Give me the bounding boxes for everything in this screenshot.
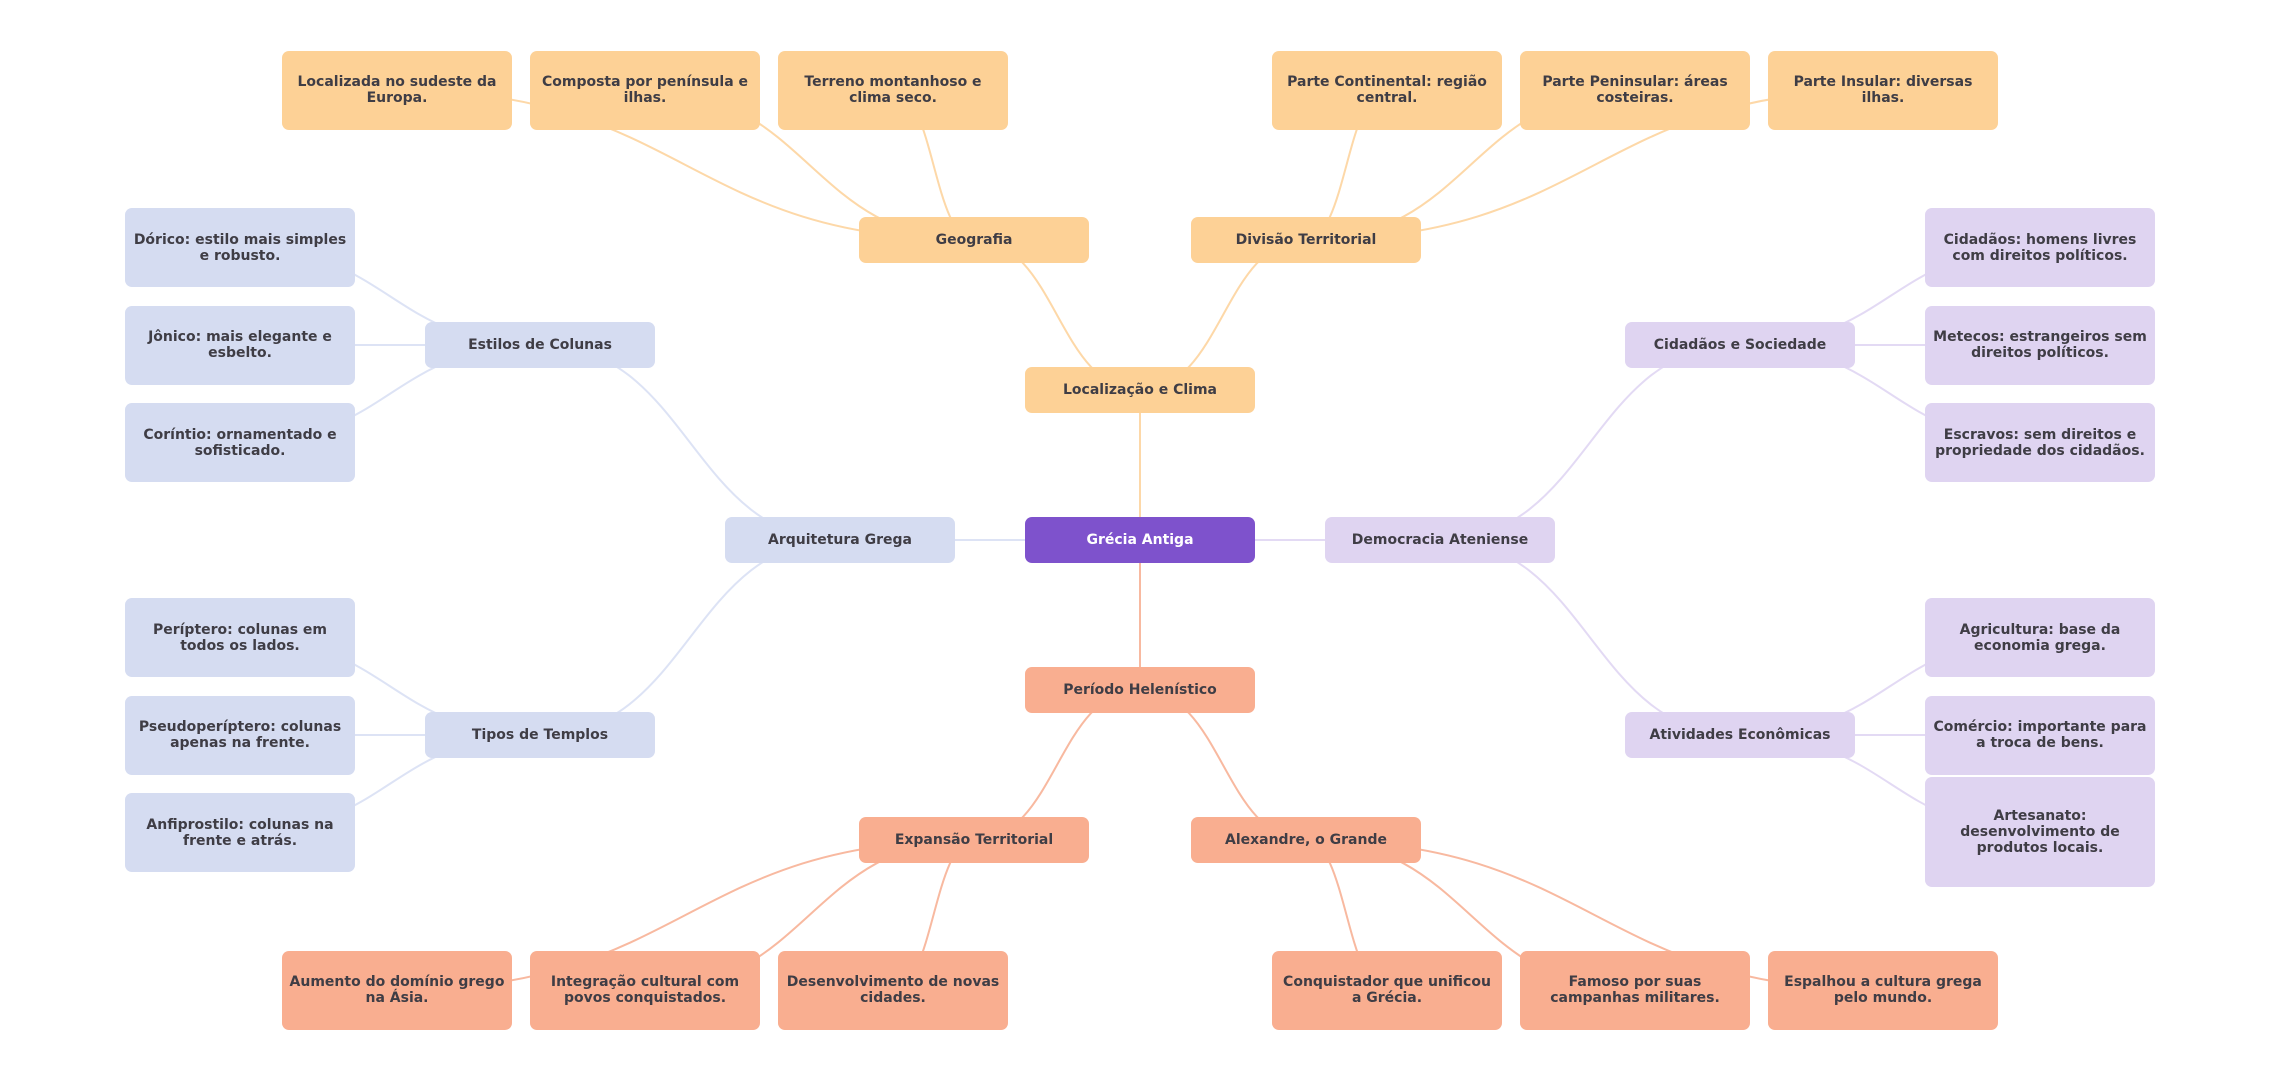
leaf-node[interactable]: Localizada no sudeste da Europa. bbox=[282, 50, 512, 130]
node-label: Metecos: estrangeiros sem direitos polít… bbox=[1933, 329, 2147, 361]
leaf-node[interactable]: Períptero: colunas em todos os lados. bbox=[125, 598, 355, 677]
root-node[interactable]: Grécia Antiga bbox=[1025, 517, 1255, 563]
connector-arq-col bbox=[539, 344, 841, 541]
leaf-node[interactable]: Parte Continental: região central. bbox=[1272, 50, 1502, 130]
node-label: Integração cultural com povos conquistad… bbox=[550, 974, 740, 1006]
node-label: Democracia Ateniense bbox=[1351, 532, 1529, 548]
node-label: Famoso por suas campanhas militares. bbox=[1550, 974, 1720, 1006]
leaf-node[interactable]: Conquistador que unificou a Grécia. bbox=[1272, 950, 1502, 1030]
node-label: Cidadãos: homens livres com direitos pol… bbox=[1943, 231, 2137, 264]
leaf-node[interactable]: Jônico: mais elegante e esbelto. bbox=[125, 305, 355, 385]
node-label: Parte Continental: região central. bbox=[1287, 74, 1487, 106]
leaf-node[interactable]: Cidadãos: homens livres com direitos pol… bbox=[1925, 208, 2155, 287]
node-label: Expansão Territorial bbox=[894, 832, 1054, 848]
node-label: Composta por península e ilhas. bbox=[541, 74, 749, 106]
node-label: Parte Insular: diversas ilhas. bbox=[1793, 74, 1973, 106]
topic-node[interactable]: Atividades Econômicas bbox=[1625, 712, 1855, 758]
node-label: Período Helenístico bbox=[1063, 682, 1217, 698]
node-label: Divisão Territorial bbox=[1235, 232, 1377, 248]
node-label: Conquistador que unificou a Grécia. bbox=[1283, 974, 1491, 1006]
node-label: Aumento do domínio grego na Ásia. bbox=[289, 974, 505, 1006]
node-label: Artesanato: desenvolvimento de produtos … bbox=[1960, 808, 2120, 856]
node-label: Pseudoperíptero: colunas apenas na frent… bbox=[138, 719, 342, 751]
topic-node[interactable]: Divisão Territorial bbox=[1191, 217, 1421, 263]
leaf-node[interactable]: Agricultura: base da economia grega. bbox=[1925, 598, 2155, 677]
node-label: Terreno montanhoso e clima seco. bbox=[804, 74, 982, 106]
leaf-node[interactable]: Artesanato: desenvolvimento de produtos … bbox=[1925, 777, 2155, 887]
connector-dem-eco bbox=[1439, 539, 1741, 736]
node-label: Comércio: importante para a troca de ben… bbox=[1933, 719, 2147, 751]
node-label: Alexandre, o Grande bbox=[1224, 832, 1387, 848]
node-label: Períptero: colunas em todos os lados. bbox=[152, 621, 328, 654]
node-label: Escravos: sem direitos e propriedade dos… bbox=[1935, 426, 2145, 459]
node-label: Arquitetura Grega bbox=[768, 532, 912, 548]
node-label: Localizada no sudeste da Europa. bbox=[297, 74, 497, 106]
node-label: Coríntio: ornamentado e sofisticado. bbox=[143, 426, 337, 459]
node-label: Parte Peninsular: áreas costeiras. bbox=[1542, 74, 1728, 106]
leaf-node[interactable]: Dórico: estilo mais simples e robusto. bbox=[125, 208, 355, 287]
leaf-node[interactable]: Integração cultural com povos conquistad… bbox=[530, 950, 760, 1030]
node-label: Jônico: mais elegante e esbelto. bbox=[148, 329, 332, 361]
node-label: Agricultura: base da economia grega. bbox=[1959, 621, 2121, 654]
leaf-node[interactable]: Composta por península e ilhas. bbox=[530, 50, 760, 130]
node-label: Desenvolvimento de novas cidades. bbox=[786, 974, 1000, 1006]
node-label: Estilos de Colunas bbox=[468, 337, 612, 353]
leaf-node[interactable]: Famoso por suas campanhas militares. bbox=[1520, 950, 1750, 1030]
leaf-node[interactable]: Terreno montanhoso e clima seco. bbox=[778, 50, 1008, 130]
node-label: Geografia bbox=[935, 232, 1013, 248]
leaf-node[interactable]: Metecos: estrangeiros sem direitos polít… bbox=[1925, 305, 2155, 385]
branch-node[interactable]: Localização e Clima bbox=[1025, 367, 1255, 413]
topic-node[interactable]: Expansão Territorial bbox=[859, 817, 1089, 863]
connector-arq-tem bbox=[539, 539, 841, 736]
branch-node[interactable]: Período Helenístico bbox=[1025, 667, 1255, 713]
topic-node[interactable]: Tipos de Templos bbox=[425, 712, 655, 758]
leaf-node[interactable]: Anfiprostilo: colunas na frente e atrás. bbox=[125, 793, 355, 872]
leaf-node[interactable]: Desenvolvimento de novas cidades. bbox=[778, 950, 1008, 1030]
leaf-node[interactable]: Aumento do domínio grego na Ásia. bbox=[282, 950, 512, 1030]
node-label: Grécia Antiga bbox=[1086, 532, 1194, 548]
branch-node[interactable]: Arquitetura Grega bbox=[725, 517, 955, 563]
leaf-node[interactable]: Espalhou a cultura grega pelo mundo. bbox=[1768, 950, 1998, 1030]
node-label: Dórico: estilo mais simples e robusto. bbox=[133, 231, 347, 264]
topic-node[interactable]: Alexandre, o Grande bbox=[1191, 817, 1421, 863]
connector-dem-cid bbox=[1439, 344, 1741, 541]
leaf-node[interactable]: Parte Insular: diversas ilhas. bbox=[1768, 50, 1998, 130]
topic-node[interactable]: Estilos de Colunas bbox=[425, 322, 655, 368]
node-label: Atividades Econômicas bbox=[1649, 727, 1831, 743]
leaf-node[interactable]: Parte Peninsular: áreas costeiras. bbox=[1520, 50, 1750, 130]
branch-node[interactable]: Democracia Ateniense bbox=[1325, 517, 1555, 563]
topic-node[interactable]: Geografia bbox=[859, 217, 1089, 263]
leaf-node[interactable]: Pseudoperíptero: colunas apenas na frent… bbox=[125, 695, 355, 775]
leaf-node[interactable]: Comércio: importante para a troca de ben… bbox=[1925, 695, 2155, 775]
node-label: Espalhou a cultura grega pelo mundo. bbox=[1784, 974, 1982, 1006]
node-label: Tipos de Templos bbox=[471, 727, 609, 743]
node-label: Localização e Clima bbox=[1063, 382, 1217, 398]
leaf-node[interactable]: Escravos: sem direitos e propriedade dos… bbox=[1925, 403, 2155, 482]
leaf-node[interactable]: Coríntio: ornamentado e sofisticado. bbox=[125, 403, 355, 482]
topic-node[interactable]: Cidadãos e Sociedade bbox=[1625, 322, 1855, 368]
node-label: Anfiprostilo: colunas na frente e atrás. bbox=[146, 816, 334, 849]
node-label: Cidadãos e Sociedade bbox=[1653, 337, 1827, 353]
